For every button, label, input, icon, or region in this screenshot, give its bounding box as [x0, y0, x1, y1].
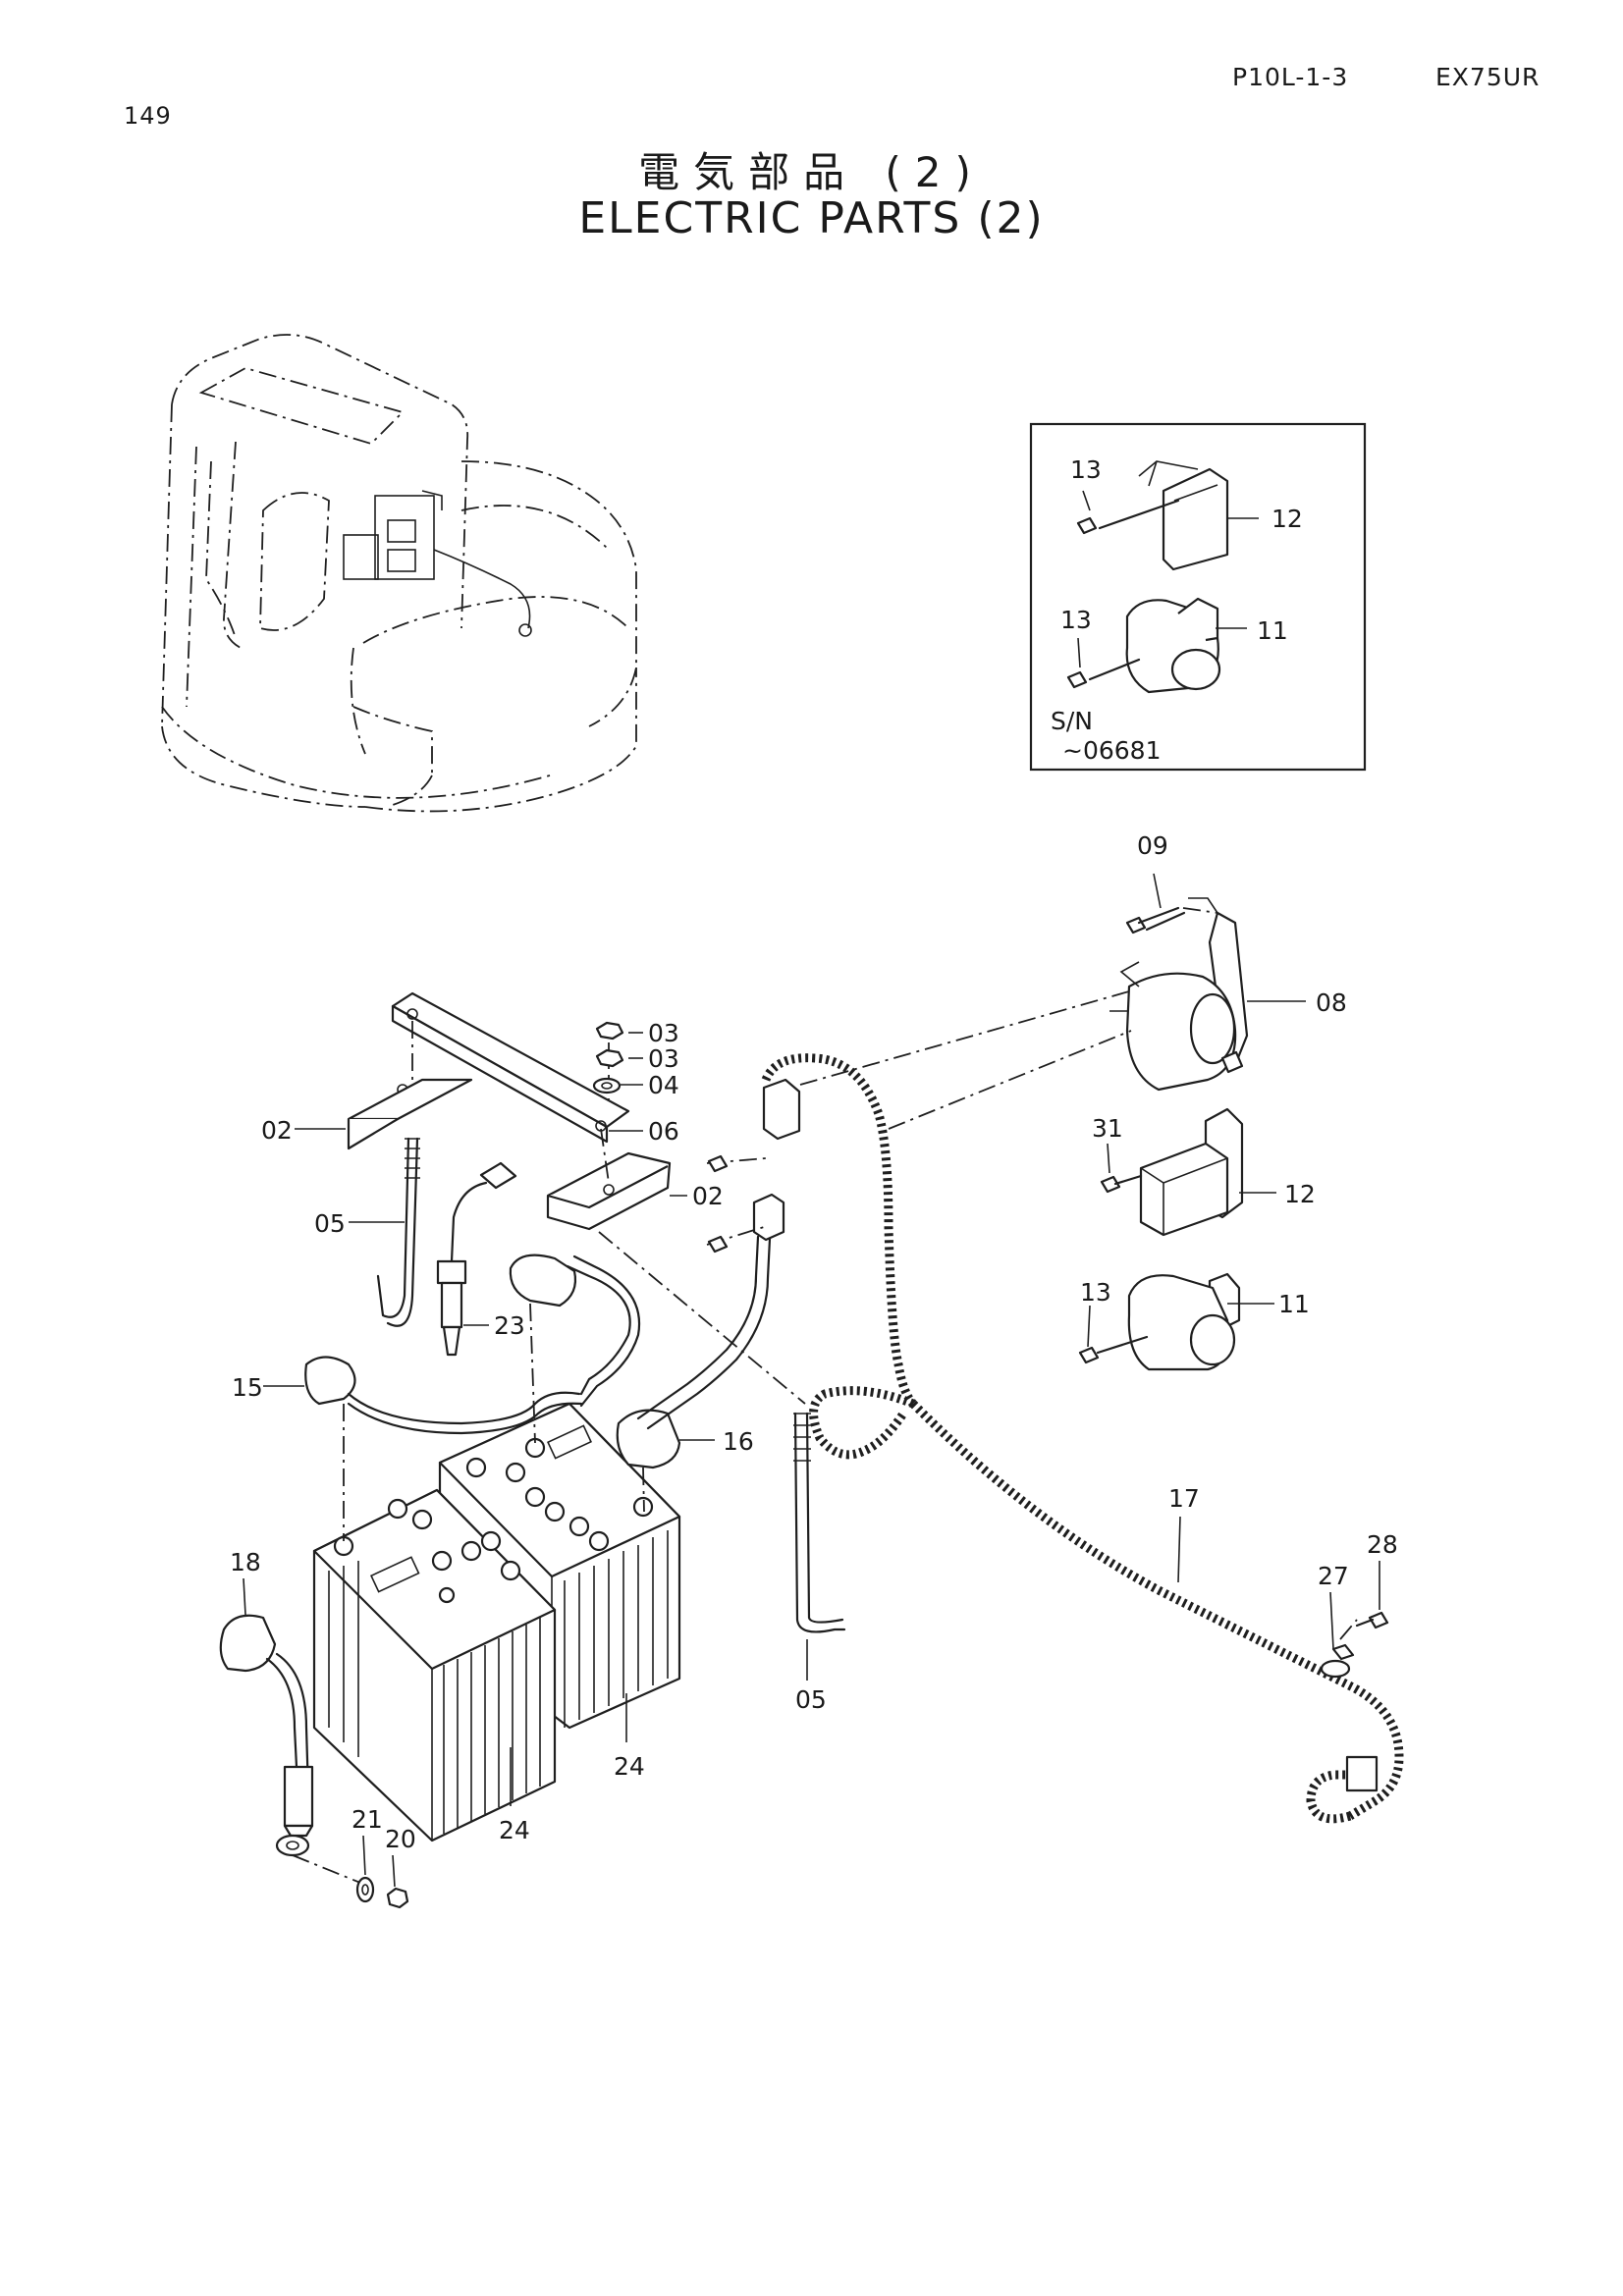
callout-24-rear: 24 [614, 1752, 645, 1781]
batteries [312, 1402, 681, 1842]
serial-label: S/N [1051, 707, 1093, 735]
serial-inset [1029, 422, 1367, 772]
callout-labels: 13 12 13 11 09 08 31 12 13 11 03 03 04 0… [230, 455, 1398, 1853]
callout-24-front: 24 [499, 1816, 530, 1844]
callout-11-inset: 11 [1257, 616, 1288, 645]
callout-20: 20 [385, 1825, 416, 1853]
callout-28: 28 [1367, 1530, 1398, 1559]
callout-21: 21 [352, 1805, 383, 1834]
callout-31: 31 [1092, 1114, 1123, 1143]
wiring-harness-17 [761, 1053, 1404, 1824]
assembly-lines [598, 897, 1218, 1405]
callout-05-right: 05 [795, 1685, 827, 1714]
callout-13-inset-bottom: 13 [1060, 606, 1092, 634]
callout-18: 18 [230, 1548, 261, 1576]
callout-13-inset-top: 13 [1070, 455, 1102, 484]
callout-12: 12 [1284, 1180, 1316, 1208]
callout-03-bottom: 03 [648, 1044, 679, 1073]
page-code: P10L-1-3 [1232, 63, 1349, 91]
callout-16: 16 [723, 1427, 754, 1456]
title-japanese: 電気部品 (2) [638, 148, 985, 196]
title-english: ELECTRIC PARTS (2) [578, 193, 1045, 243]
leader-lines [243, 490, 1380, 1888]
battery-bracket [347, 991, 672, 1231]
callout-08: 08 [1316, 988, 1347, 1017]
callout-23: 23 [494, 1311, 525, 1340]
battery-cables [219, 1193, 785, 1909]
j-bolts [376, 1137, 846, 1633]
callout-12-inset: 12 [1271, 505, 1303, 533]
battery-caps [333, 1437, 654, 1604]
callout-03-top: 03 [648, 1019, 679, 1047]
model-code: EX75UR [1435, 63, 1541, 91]
sensor-part-23 [436, 1161, 517, 1357]
callout-13: 13 [1080, 1278, 1111, 1307]
callout-06: 06 [648, 1117, 679, 1146]
callout-15: 15 [232, 1373, 263, 1402]
solenoid-part-11 [1078, 1272, 1241, 1371]
callout-02-left: 02 [261, 1116, 293, 1145]
callout-04: 04 [648, 1071, 679, 1099]
callout-11: 11 [1278, 1290, 1310, 1318]
callout-02-right: 02 [692, 1182, 724, 1210]
serial-range: ~06681 [1062, 736, 1161, 765]
callout-27: 27 [1318, 1562, 1349, 1590]
relay-part-12 [1100, 1107, 1244, 1237]
page-number: 149 [124, 102, 172, 130]
horn-assembly [1109, 906, 1249, 1092]
callout-05-left: 05 [314, 1209, 346, 1238]
callout-09: 09 [1137, 831, 1168, 860]
excavator-overview [161, 334, 637, 813]
callout-17: 17 [1168, 1484, 1200, 1513]
